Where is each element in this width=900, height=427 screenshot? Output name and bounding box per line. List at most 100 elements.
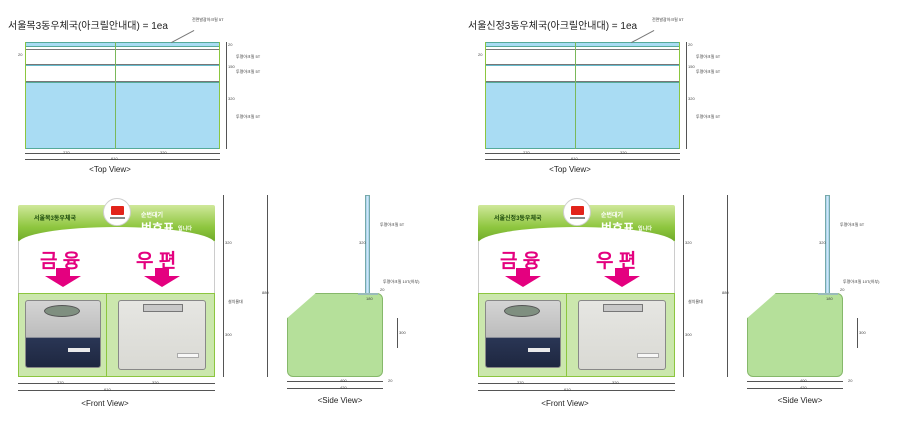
top-view-dim-vertical [226, 42, 227, 149]
front-dim-line-parts [18, 383, 215, 384]
finance-ticket-machine [25, 300, 101, 368]
front-sign-heading-small: 순번대기 [601, 213, 624, 219]
side-dim-pole: 320 [359, 240, 366, 245]
top-view-dim-left: 270 [63, 150, 70, 155]
postal-machine-slot [177, 353, 199, 358]
side-dim-small-top: 20 [380, 287, 385, 292]
front-sign-heading-small: 순번대기 [141, 213, 164, 219]
post-logo-mark [571, 206, 584, 215]
side-dim-line-bottom [747, 381, 843, 382]
postal-ticket-machine [578, 300, 666, 370]
front-dim-total: 610 [564, 387, 571, 392]
side-dim-line-bottom-total [287, 388, 383, 389]
side-note-pole: 투명아크릴 5T [840, 222, 865, 227]
postal-machine-display [143, 304, 183, 312]
front-note-side: 설치물대 [228, 299, 243, 304]
top-view-dim-depth-left: 20 [478, 52, 483, 57]
side-pole [825, 195, 830, 295]
side-dim-bottom-left: 400 [340, 378, 347, 383]
front-dim-upper: 320 [225, 240, 232, 245]
front-sign-white-wedge [18, 227, 215, 242]
top-view-right-edge [219, 42, 221, 149]
post-logo [103, 198, 131, 226]
finance-ticket-machine [485, 300, 561, 368]
front-dim-total-height: 880 [722, 290, 729, 295]
side-body [747, 293, 843, 377]
front-dim-line-total [478, 390, 675, 391]
front-arrow-left-shaft [516, 268, 530, 276]
top-view-dim-left: 270 [523, 150, 530, 155]
side-view-caption: <Side View> [317, 396, 363, 405]
panel-2: 서울신정3동우체국(아크릴안내대) = 1ea 270 320 610 20 1… [460, 0, 900, 427]
front-sign-office-label: 서울신정3동우체국 [494, 216, 542, 222]
front-dim-total: 610 [104, 387, 111, 392]
front-dim-line-total [18, 390, 215, 391]
side-top-bracket [818, 293, 838, 295]
postal-machine-display [603, 304, 643, 312]
post-logo-text [570, 217, 585, 219]
front-view-caption: <Front View> [541, 399, 589, 408]
front-dim-vertical-1 [683, 195, 684, 377]
top-view-caption: <Top View> [549, 165, 591, 174]
panel-1: 서울목3동우체국(아크릴안내대) = 1ea 270 320 610 20 15… [8, 17, 420, 408]
front-sign-heading-big: 번호표 [601, 221, 635, 235]
side-dim-bottom-right: 20 [848, 378, 853, 383]
top-view-left-edge [485, 42, 487, 149]
side-note-bracket: 투명아크릴 10T(하부) [383, 279, 420, 284]
top-view-note-bottom: 투명아크릴 5T [696, 114, 721, 119]
top-view-note-mid2: 투명아크릴 5T [696, 69, 721, 74]
front-arrow-right-shaft [615, 268, 629, 276]
side-pole [365, 195, 370, 295]
front-sign-heading-suffix: 입니다 [638, 226, 652, 232]
front-arrow-right-head [604, 276, 640, 287]
finance-machine-display [44, 305, 80, 317]
side-note-pole: 투명아크릴 5T [380, 222, 405, 227]
top-view-dim-depth-bottom: 320 [228, 96, 235, 101]
side-dim-top-width: 180 [366, 296, 373, 301]
top-view-note-mid2: 투명아크릴 5T [236, 69, 261, 74]
top-view-dim-right: 320 [160, 150, 167, 155]
top-view-band-2 [485, 65, 680, 82]
top-view-note-top: 전면발광아크릴 5T [192, 17, 224, 22]
front-sign-right-label: 우 편 [596, 251, 637, 272]
front-arrow-left-head [505, 276, 541, 287]
finance-machine-slot [528, 348, 550, 352]
postal-ticket-machine [118, 300, 206, 370]
front-dim-left: 270 [517, 380, 524, 385]
side-top-bracket [358, 293, 378, 295]
finance-machine-display [504, 305, 540, 317]
front-arrow-left-shaft [56, 268, 70, 276]
front-lower-divider [566, 293, 568, 377]
side-dim-pole: 320 [819, 240, 826, 245]
side-dim-line-bottom [287, 381, 383, 382]
front-arrow-right-shaft [155, 268, 169, 276]
top-view-dim-depth-bottom: 320 [688, 96, 695, 101]
top-view-band-2 [25, 65, 220, 82]
front-dim-line-parts [478, 383, 675, 384]
side-dim-right: 300 [399, 330, 406, 335]
front-dim-vertical-2 [267, 195, 268, 377]
front-dim-total-height: 880 [262, 290, 269, 295]
top-view-dim-right: 320 [620, 150, 627, 155]
panel-title: 서울목3동우체국(아크릴안내대) = 1ea [8, 21, 168, 32]
front-dim-right: 320 [612, 380, 619, 385]
finance-machine-slot [68, 348, 90, 352]
top-view-band-1 [25, 49, 220, 65]
top-view-divider [115, 42, 117, 149]
front-dim-left: 270 [57, 380, 64, 385]
postal-machine-slot [637, 353, 659, 358]
side-body [287, 293, 383, 377]
side-dim-bottom-left: 400 [800, 378, 807, 383]
side-dim-bottom-right: 20 [388, 378, 393, 383]
top-view-dim-line-total [485, 159, 680, 160]
top-view-note-top: 전면발광아크릴 5T [652, 17, 684, 22]
front-dim-vertical-1 [223, 195, 224, 377]
top-view-leader-top [170, 30, 195, 43]
front-sign-left-label: 금 융 [500, 251, 541, 272]
top-view-dim-depth-top: 20 [688, 42, 693, 47]
front-dim-right: 320 [152, 380, 159, 385]
front-sign-white-wedge [478, 227, 675, 242]
top-view-acrylic-body [25, 82, 220, 149]
side-dim-right: 300 [859, 330, 866, 335]
top-view-dim-line-parts [485, 153, 680, 154]
